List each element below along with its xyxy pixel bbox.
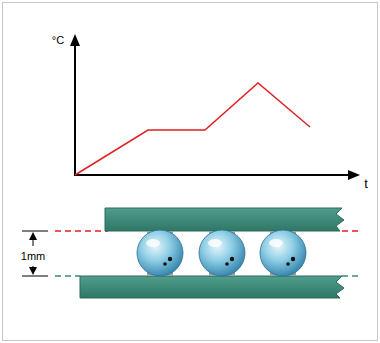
chart-axes bbox=[70, 34, 360, 180]
axis-label: t bbox=[364, 177, 368, 190]
reference-line bbox=[342, 230, 362, 232]
component-plate bbox=[105, 208, 344, 231]
void-dot bbox=[286, 262, 290, 266]
solder-ball bbox=[260, 230, 306, 276]
void-dot bbox=[291, 257, 295, 261]
highlight bbox=[269, 239, 283, 247]
board-plate bbox=[80, 276, 344, 298]
void-dot bbox=[230, 257, 234, 261]
solder-ball bbox=[199, 230, 245, 276]
axis-label: °C bbox=[52, 35, 64, 46]
solder-ball bbox=[137, 230, 183, 276]
dimension-label: 1mm bbox=[21, 251, 45, 262]
reference-line bbox=[55, 275, 80, 277]
solder-balls bbox=[137, 230, 306, 276]
reference-line bbox=[342, 275, 362, 277]
reference-line bbox=[55, 230, 108, 232]
void-dot bbox=[163, 262, 167, 266]
temperature-profile bbox=[75, 83, 310, 175]
highlight bbox=[208, 239, 222, 247]
frame bbox=[3, 3, 378, 341]
void-dot bbox=[225, 262, 229, 266]
highlight bbox=[146, 239, 160, 247]
void-dot bbox=[168, 257, 172, 261]
